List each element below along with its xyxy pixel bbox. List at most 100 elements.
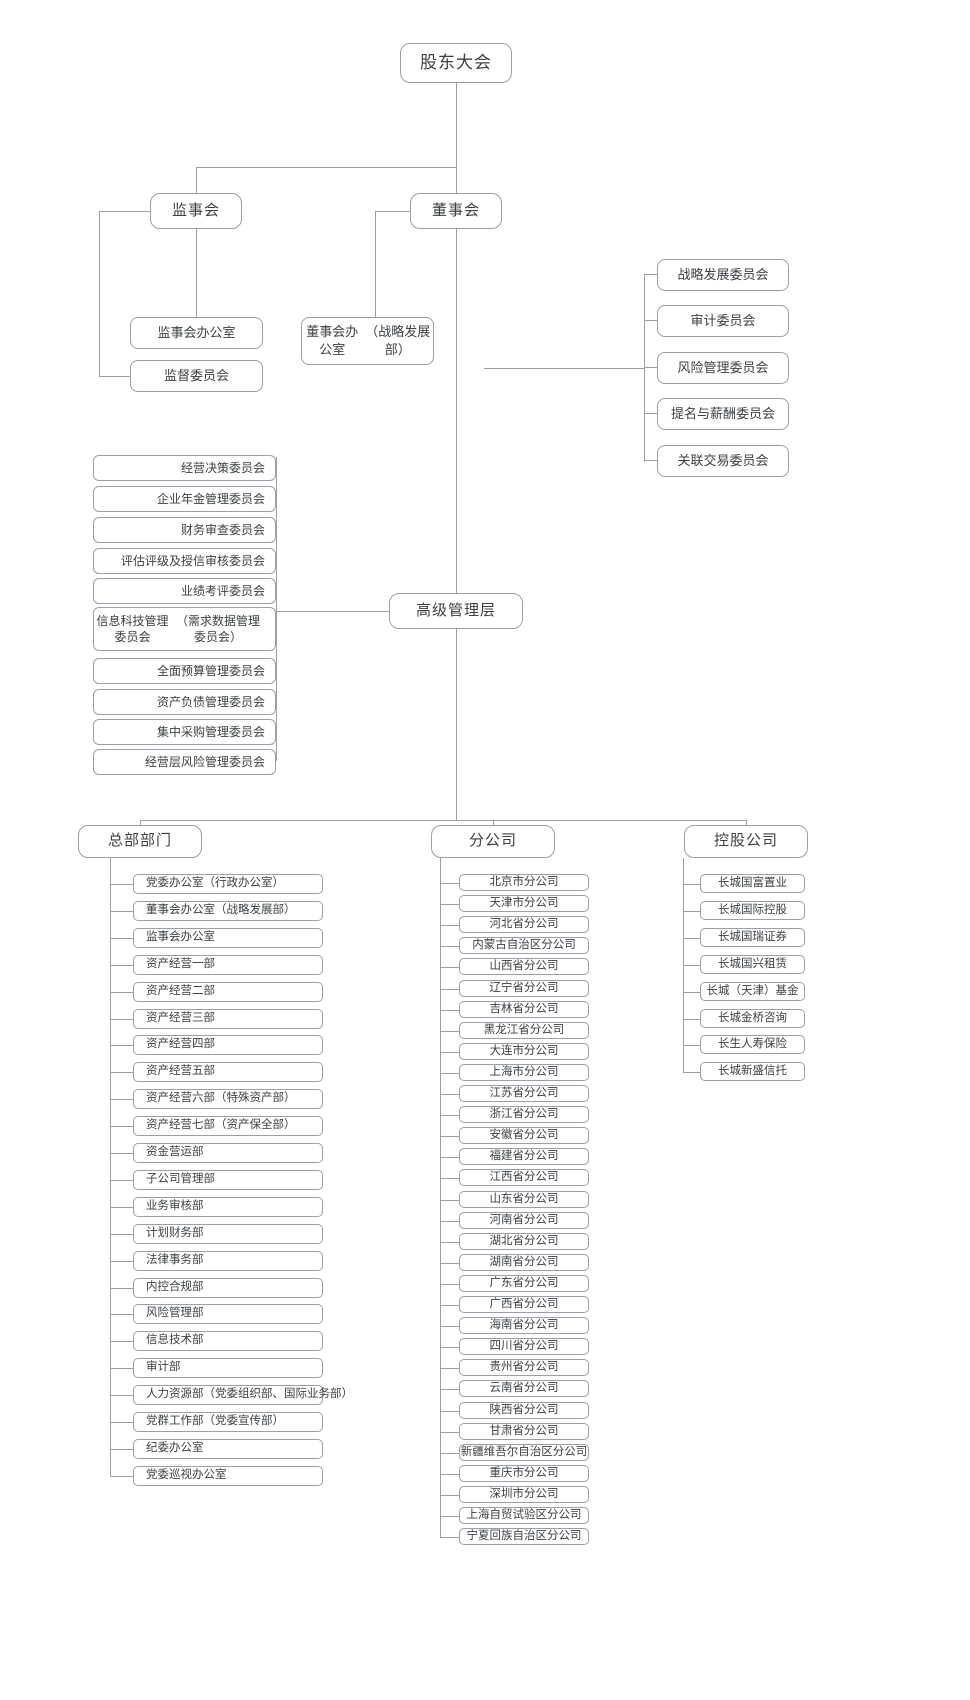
node-hq-department-14[interactable]: 计划财务部	[133, 1224, 323, 1244]
node-hq-department-10[interactable]: 资产经营七部（资产保全部）	[133, 1116, 323, 1136]
node-branch-1[interactable]: 北京市分公司	[459, 874, 589, 891]
node-branch-24[interactable]: 贵州省分公司	[459, 1359, 589, 1376]
line-board-committee-2	[644, 367, 657, 368]
node-board-committee-5[interactable]: 关联交易委员会	[657, 445, 789, 477]
node-hq-department-20[interactable]: 人力资源部（党委组织部、国际业务部）	[133, 1385, 353, 1405]
node-hq-department-19[interactable]: 审计部	[133, 1358, 323, 1378]
node-branch-15[interactable]: 江西省分公司	[459, 1169, 589, 1186]
node-branch-18[interactable]: 湖北省分公司	[459, 1233, 589, 1250]
node-board-committee-2[interactable]: 审计委员会	[657, 305, 789, 337]
node-management-committee-1[interactable]: 经营决策委员会	[93, 455, 276, 481]
node-management-committee-9[interactable]: 集中采购管理委员会	[93, 719, 276, 745]
line-directors-left-v	[375, 211, 376, 317]
node-holding-company-7[interactable]: 长生人寿保险	[700, 1035, 805, 1054]
node-hq-department-2[interactable]: 董事会办公室（战略发展部）	[133, 901, 323, 921]
node-branch-6[interactable]: 辽宁省分公司	[459, 980, 589, 997]
node-holding-company-6[interactable]: 长城金桥咨询	[700, 1009, 805, 1028]
node-management-committee-10[interactable]: 经营层风险管理委员会	[93, 749, 276, 775]
node-hq-department-6[interactable]: 资产经营三部	[133, 1009, 323, 1029]
line-holding-item-4	[683, 991, 700, 993]
node-branch-25[interactable]: 云南省分公司	[459, 1380, 589, 1397]
line-to-hq	[140, 820, 141, 827]
node-holding-company-1[interactable]: 长城国富置业	[700, 874, 805, 893]
node-branch-32[interactable]: 宁夏回族自治区分公司	[459, 1528, 589, 1545]
node-branch-26[interactable]: 陕西省分公司	[459, 1402, 589, 1419]
node-hq-department-23[interactable]: 党委巡视办公室	[133, 1466, 323, 1486]
node-branch-10[interactable]: 上海市分公司	[459, 1064, 589, 1081]
node-branch-4[interactable]: 内蒙古自治区分公司	[459, 937, 589, 954]
node-hq-department-9[interactable]: 资产经营六部（特殊资产部）	[133, 1089, 323, 1109]
line-hq-item-4	[110, 992, 133, 993]
node-management-committee-3[interactable]: 财务审查委员会	[93, 517, 276, 543]
line-branch-item-16	[440, 1220, 459, 1222]
node-branch-17[interactable]: 河南省分公司	[459, 1212, 589, 1229]
node-hq-department-11[interactable]: 资金营运部	[133, 1143, 323, 1163]
node-branch-28[interactable]: 新疆维吾尔自治区分公司	[459, 1444, 589, 1461]
node-management-committee-8[interactable]: 资产负债管理委员会	[93, 689, 276, 715]
node-management-committee-5[interactable]: 业绩考评委员会	[93, 578, 276, 604]
node-management-committee-6[interactable]: 信息科技管理委员会（需求数据管理委员会）	[93, 607, 276, 651]
node-hq-department-1[interactable]: 党委办公室（行政办公室）	[133, 874, 323, 894]
node-hq-department-12[interactable]: 子公司管理部	[133, 1170, 323, 1190]
line-supervisors-left	[99, 211, 150, 212]
node-hq-department-7[interactable]: 资产经营四部	[133, 1035, 323, 1055]
node-branch-29[interactable]: 重庆市分公司	[459, 1465, 589, 1482]
node-holdings-title[interactable]: 控股公司	[684, 825, 808, 858]
line-branch-item-9	[440, 1072, 459, 1074]
node-branch-7[interactable]: 吉林省分公司	[459, 1001, 589, 1018]
node-holding-company-8[interactable]: 长城新盛信托	[700, 1062, 805, 1081]
node-branch-3[interactable]: 河北省分公司	[459, 916, 589, 933]
node-hq-department-4[interactable]: 资产经营一部	[133, 955, 323, 975]
node-supervisor-office[interactable]: 监事会办公室	[130, 317, 263, 349]
node-branch-11[interactable]: 江苏省分公司	[459, 1085, 589, 1102]
node-branch-12[interactable]: 浙江省分公司	[459, 1106, 589, 1123]
node-hq-department-16[interactable]: 内控合规部	[133, 1278, 323, 1298]
node-hq-department-15[interactable]: 法律事务部	[133, 1251, 323, 1271]
node-hq-department-13[interactable]: 业务审核部	[133, 1197, 323, 1217]
node-headquarters-title[interactable]: 总部部门	[78, 825, 202, 858]
node-branch-16[interactable]: 山东省分公司	[459, 1191, 589, 1208]
node-supervision-committee[interactable]: 监督委员会	[130, 360, 263, 392]
node-branch-19[interactable]: 湖南省分公司	[459, 1254, 589, 1271]
node-board-of-directors[interactable]: 董事会	[410, 193, 502, 229]
node-branch-21[interactable]: 广西省分公司	[459, 1296, 589, 1313]
node-branch-8[interactable]: 黑龙江省分公司	[459, 1022, 589, 1039]
node-senior-management[interactable]: 高级管理层	[389, 593, 523, 629]
line-branch-item-14	[440, 1177, 459, 1179]
node-board-of-supervisors[interactable]: 监事会	[150, 193, 242, 229]
node-holding-company-4[interactable]: 长城国兴租赁	[700, 955, 805, 974]
node-hq-department-5[interactable]: 资产经营二部	[133, 982, 323, 1002]
node-hq-department-3[interactable]: 监事会办公室	[133, 928, 323, 948]
node-holding-company-3[interactable]: 长城国瑞证券	[700, 928, 805, 947]
node-branch-22[interactable]: 海南省分公司	[459, 1317, 589, 1334]
node-branch-2[interactable]: 天津市分公司	[459, 895, 589, 912]
node-branch-9[interactable]: 大连市分公司	[459, 1043, 589, 1060]
node-management-committee-4[interactable]: 评估评级及授信审核委员会	[93, 548, 276, 574]
node-branch-23[interactable]: 四川省分公司	[459, 1338, 589, 1355]
node-branch-31[interactable]: 上海自贸试验区分公司	[459, 1507, 589, 1524]
node-hq-department-17[interactable]: 风险管理部	[133, 1304, 323, 1324]
node-management-committee-7[interactable]: 全面预算管理委员会	[93, 658, 276, 684]
node-branch-20[interactable]: 广东省分公司	[459, 1275, 589, 1292]
node-branch-5[interactable]: 山西省分公司	[459, 958, 589, 975]
node-board-committee-4[interactable]: 提名与薪酬委员会	[657, 398, 789, 430]
node-board-committee-3[interactable]: 风险管理委员会	[657, 352, 789, 384]
node-hq-department-22[interactable]: 纪委办公室	[133, 1439, 323, 1459]
node-board-committee-1[interactable]: 战略发展委员会	[657, 259, 789, 291]
line-board-committee-3	[644, 413, 657, 414]
node-branch-14[interactable]: 福建省分公司	[459, 1148, 589, 1165]
node-holding-company-2[interactable]: 长城国际控股	[700, 901, 805, 920]
node-shareholders-meeting[interactable]: 股东大会	[400, 43, 512, 83]
node-holding-company-5[interactable]: 长城（天津）基金	[700, 982, 805, 1001]
node-hq-department-8[interactable]: 资产经营五部	[133, 1062, 323, 1082]
node-hq-department-21[interactable]: 党群工作部（党委宣传部）	[133, 1412, 323, 1432]
line-branch-item-19	[440, 1283, 459, 1285]
node-management-committee-2[interactable]: 企业年金管理委员会	[93, 486, 276, 512]
node-branches-title[interactable]: 分公司	[431, 825, 555, 858]
node-branch-30[interactable]: 深圳市分公司	[459, 1486, 589, 1503]
line-branch-item-20	[440, 1304, 459, 1306]
node-branch-13[interactable]: 安徽省分公司	[459, 1127, 589, 1144]
node-board-office[interactable]: 董事会办公室（战略发展部）	[301, 317, 434, 365]
node-hq-department-18[interactable]: 信息技术部	[133, 1331, 323, 1351]
node-branch-27[interactable]: 甘肃省分公司	[459, 1423, 589, 1440]
